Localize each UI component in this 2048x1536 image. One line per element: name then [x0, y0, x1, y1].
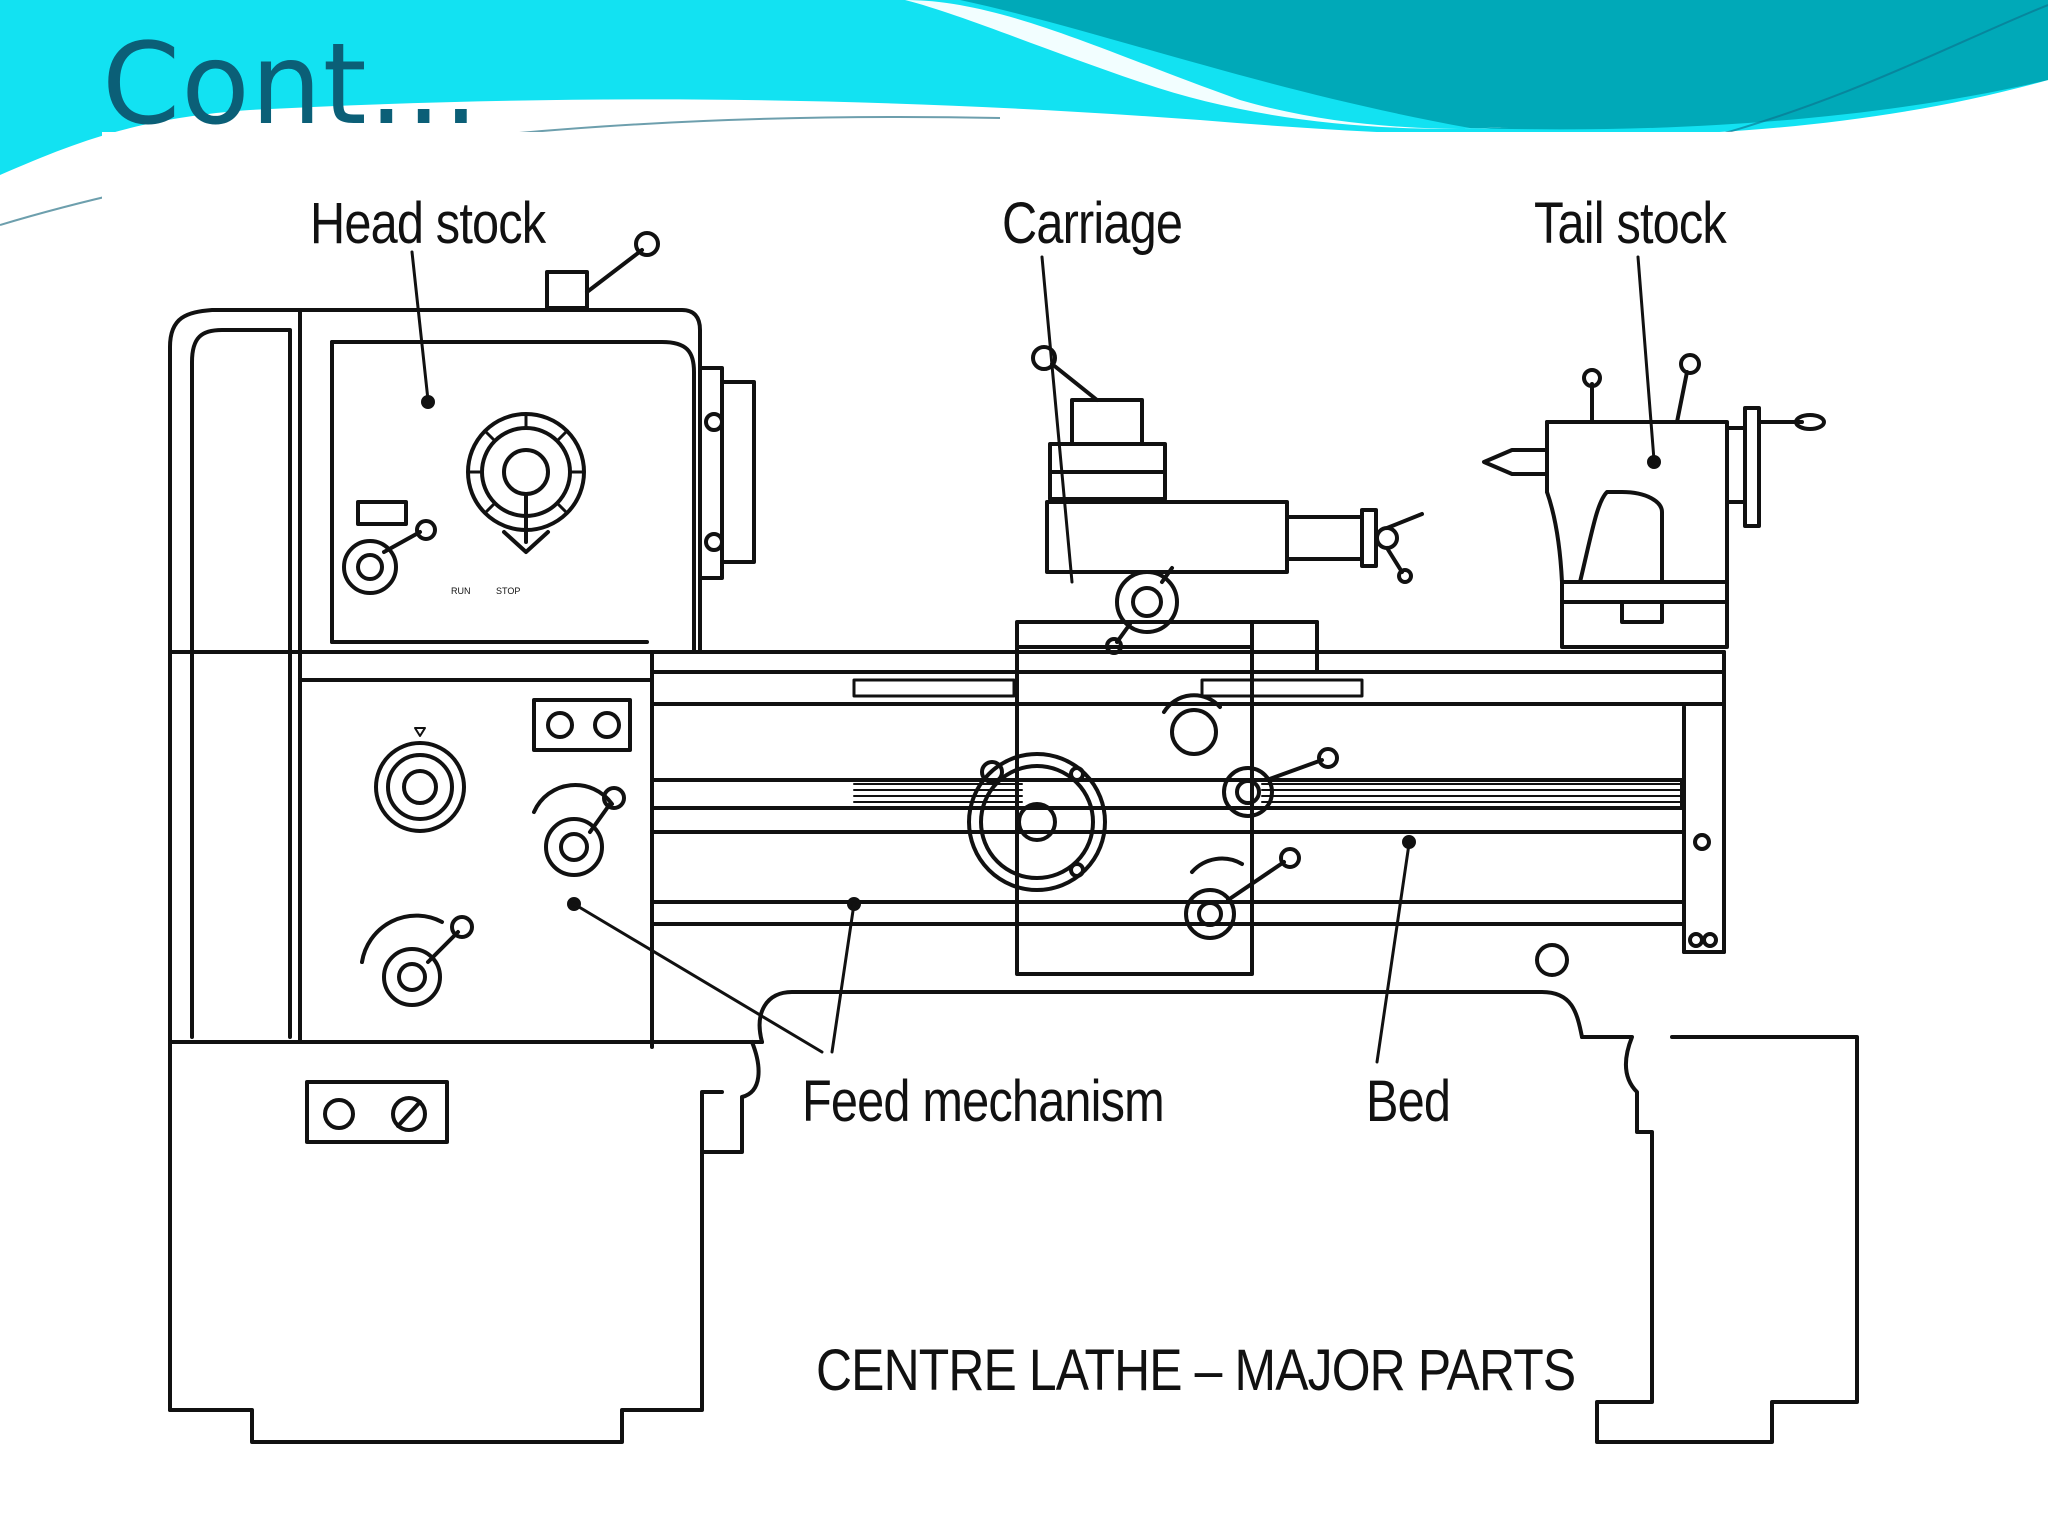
label-carriage: Carriage [1002, 191, 1183, 256]
diagram-caption: CENTRE LATHE – MAJOR PARTS [816, 1338, 1576, 1403]
banner-white-swoosh [905, 0, 1510, 129]
headstock [168, 231, 756, 1049]
leader-lines [410, 250, 1656, 1064]
carriage [967, 345, 1424, 976]
label-feed-mechanism: Feed mechanism [802, 1069, 1165, 1134]
lathe-bed [567, 650, 1726, 977]
label-tail-stock: Tail stock [1534, 191, 1727, 256]
leader-tail-stock [1636, 255, 1656, 462]
tailstock [1482, 353, 1826, 649]
leader-carriage [1040, 255, 1074, 584]
banner-dark-wave [960, 0, 2048, 130]
stop-button-label: STOP [496, 586, 521, 596]
lathe-diagram [168, 231, 1859, 1444]
run-button-label: RUN [451, 586, 471, 596]
slide-title: Cont… [102, 20, 481, 150]
leader-bed [1375, 842, 1411, 1064]
leader-head-stock [410, 250, 430, 402]
lathe-diagram-panel: Head stock Carriage Tail stock Feed mech… [102, 132, 1944, 1462]
title-banner [0, 0, 2048, 226]
label-bed: Bed [1366, 1069, 1451, 1134]
banner-thin-line-2 [1699, 4, 2048, 141]
leader-feed-1 [572, 902, 824, 1054]
leader-feed-2 [830, 902, 856, 1054]
label-head-stock: Head stock [310, 191, 546, 256]
